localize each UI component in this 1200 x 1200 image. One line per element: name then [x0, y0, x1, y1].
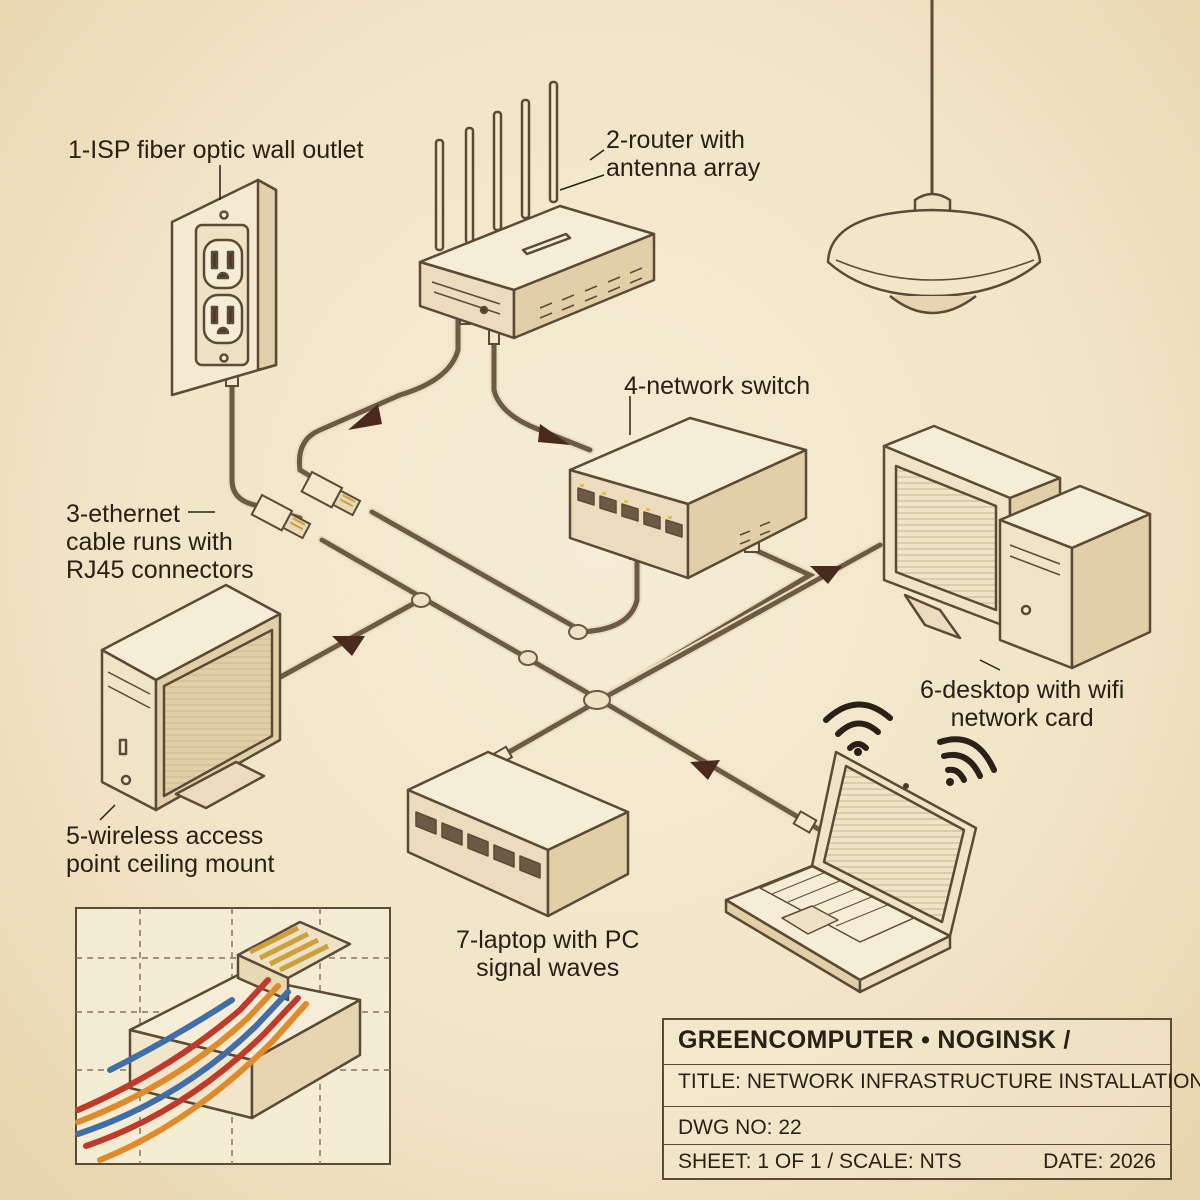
- arrow-4: [810, 566, 842, 584]
- title-block-drawing-number: DWG NO: 22: [678, 1116, 802, 1139]
- label-ap-line-1: 5-wireless access: [66, 822, 264, 850]
- title-block-title: TITLE: NETWORK INFRASTRUCTURE INSTALLATI…: [678, 1070, 1200, 1093]
- ceiling-access-point: [826, 0, 1042, 315]
- label-cable-line-3: RJ45 connectors: [66, 556, 254, 584]
- label-router: 2-router with antenna array: [606, 126, 760, 182]
- arrow-2: [538, 424, 570, 445]
- arrow-3: [332, 636, 365, 656]
- network-switch: [568, 416, 808, 580]
- router-antennas: [434, 80, 559, 252]
- label-ethernet-cable: 3-ethernet cable runs with RJ45 connecto…: [66, 500, 254, 584]
- rj45-detail-inset: [75, 907, 391, 1165]
- label-cable-line-1: 3-ethernet: [66, 500, 180, 528]
- arrow-1: [348, 404, 382, 430]
- title-block-divider: [664, 1144, 1170, 1145]
- label-router-line-2: antenna array: [606, 154, 761, 182]
- access-point-computer: [100, 583, 282, 812]
- flow-arrows: [332, 404, 842, 780]
- router: [418, 80, 656, 340]
- label-desktop-line-2: network card: [950, 704, 1094, 732]
- label-cable-line-2: cable runs with: [66, 528, 233, 556]
- rj45-wires: [75, 977, 309, 1163]
- leader-lines: [99, 149, 1001, 821]
- title-block-divider: [664, 1106, 1170, 1107]
- title-block-sheet: SHEET: 1 OF 1 / SCALE: NTS: [678, 1150, 962, 1173]
- title-block-divider: [664, 1064, 1170, 1065]
- label-laptop-line-2: signal waves: [476, 954, 620, 982]
- title-block-company: GREENCOMPUTER • NOGINSK /: [678, 1026, 1071, 1054]
- label-desktop: 6-desktop with wifi network card: [920, 676, 1124, 732]
- label-laptop-line-1: 7-laptop with PC: [456, 926, 640, 954]
- label-wall-outlet: 1-ISP fiber optic wall outlet: [68, 136, 364, 164]
- cable-clips: [411, 592, 611, 710]
- label-access-point: 5-wireless access point ceiling mount: [66, 822, 274, 878]
- wall-outlet: [170, 178, 278, 397]
- label-desktop-line-1: 6-desktop with wifi: [920, 676, 1125, 704]
- label-ap-line-2: point ceiling mount: [66, 850, 275, 878]
- arrow-5: [690, 760, 720, 780]
- title-block-date: DATE: 2026: [1043, 1150, 1156, 1173]
- wifi-signal-icon: [823, 701, 997, 786]
- label-laptop: 7-laptop with PC signal waves: [456, 926, 639, 982]
- label-network-switch: 4-network switch: [624, 372, 811, 400]
- small-switch: [406, 750, 630, 918]
- desktop-computer: [882, 424, 1152, 670]
- laptop: [724, 750, 978, 994]
- label-router-line-1: 2-router with: [606, 126, 745, 154]
- title-block: GREENCOMPUTER • NOGINSK / TITLE: NETWORK…: [662, 1018, 1200, 1180]
